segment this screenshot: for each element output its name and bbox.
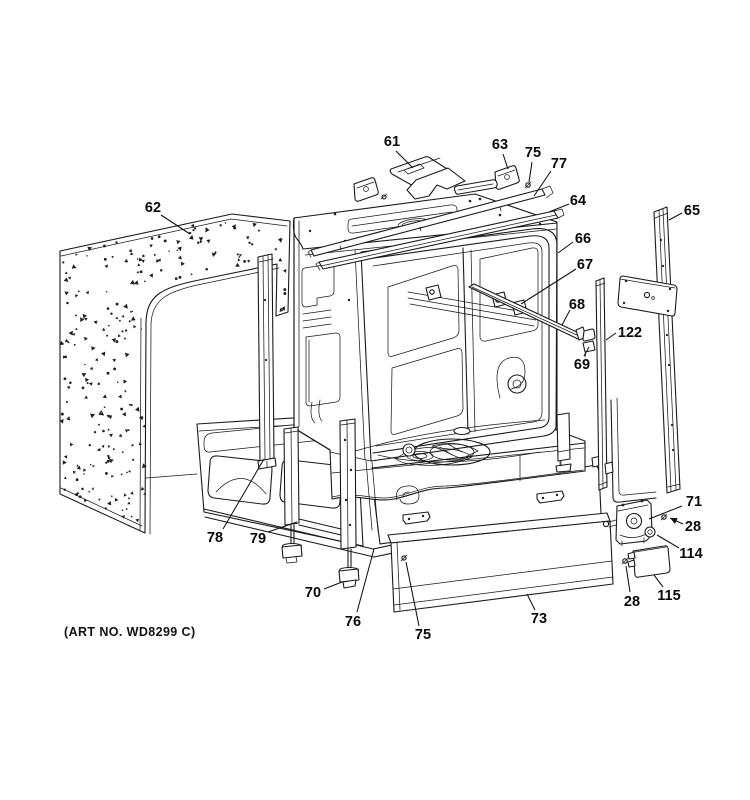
callout-leader-73 (526, 593, 536, 611)
callout-label-76-15: 76 (345, 614, 361, 630)
access-panel-part (387, 490, 614, 613)
callout-leader-78 (222, 458, 265, 530)
callout-label-67-8: 67 (577, 257, 593, 273)
callout-label-114-20: 114 (679, 546, 702, 562)
callout-label-71-18: 71 (686, 494, 702, 510)
grommet-part (644, 526, 656, 538)
callout-leader-28 (625, 565, 631, 593)
callout-leader-71 (648, 505, 683, 520)
callout-leader-63 (502, 153, 509, 170)
tub-assembly (292, 193, 587, 532)
top-parts (307, 156, 565, 271)
callout-label-77-4: 77 (551, 156, 567, 172)
callout-leader-75 (528, 161, 533, 183)
callout-label-73-16: 73 (531, 611, 547, 627)
callout-label-70-14: 70 (305, 585, 321, 601)
trim-rail-part (310, 188, 546, 257)
callout-leader-115 (653, 574, 664, 588)
callout-label-122-10: 122 (618, 325, 642, 341)
callout-leader-68 (561, 309, 571, 326)
callout-label-79-13: 79 (250, 531, 266, 547)
callout-label-28-22: 28 (624, 594, 640, 610)
callout-label-63-2: 63 (492, 137, 508, 153)
callout-leader-61 (395, 150, 414, 169)
callout-leader-114 (656, 534, 680, 549)
callout-label-69-11: 69 (574, 357, 590, 373)
floor-line (145, 473, 198, 479)
callout-label-61-1: 61 (384, 134, 400, 150)
callout-leader-64 (548, 203, 570, 213)
clip-part (353, 177, 379, 202)
callout-label-65-6: 65 (684, 203, 700, 219)
art-number-caption: (ART NO. WD8299 C) (64, 625, 196, 639)
callout-leader-76 (356, 548, 375, 613)
callout-leader-122 (605, 332, 617, 341)
callout-label-75-3: 75 (525, 145, 541, 161)
left-mounting-rail-part (257, 253, 277, 470)
clip-part (494, 165, 520, 190)
callout-leader-66 (557, 241, 574, 254)
callout-label-28-19: 28 (685, 519, 701, 535)
frame-legs-and-feet (281, 412, 572, 589)
callout-leader-65 (668, 212, 683, 221)
callouts-layer: 62 61 63 75 77 64 65 66 67 68 122 69 78 79 70 76 73 75 71 2… (145, 134, 703, 643)
callout-label-62-0: 62 (145, 200, 161, 216)
callout-arrowhead-28 (670, 518, 678, 524)
callout-label-115-21: 115 (657, 588, 680, 604)
callout-leader-62 (160, 214, 191, 235)
callout-leader-70 (323, 581, 343, 590)
bracket-and-junction-box-parts (602, 499, 671, 578)
callout-label-75-17: 75 (415, 627, 431, 643)
callout-leader-69 (583, 346, 590, 357)
insulation-speckles (59, 222, 287, 523)
callout-label-66-7: 66 (575, 231, 591, 247)
junction-box-part (632, 545, 671, 578)
callout-label-68-9: 68 (569, 297, 585, 313)
base-frame-assembly (196, 397, 552, 558)
callout-leader-77 (533, 170, 552, 197)
callout-leader-79 (267, 521, 298, 533)
callout-label-78-12: 78 (207, 530, 223, 546)
insulation-wrap-part (59, 213, 291, 535)
callout-leader-75 (405, 561, 420, 627)
right-side-rails (582, 206, 681, 503)
callout-label-64-5: 64 (570, 193, 586, 209)
callout-leader-67 (520, 268, 577, 305)
